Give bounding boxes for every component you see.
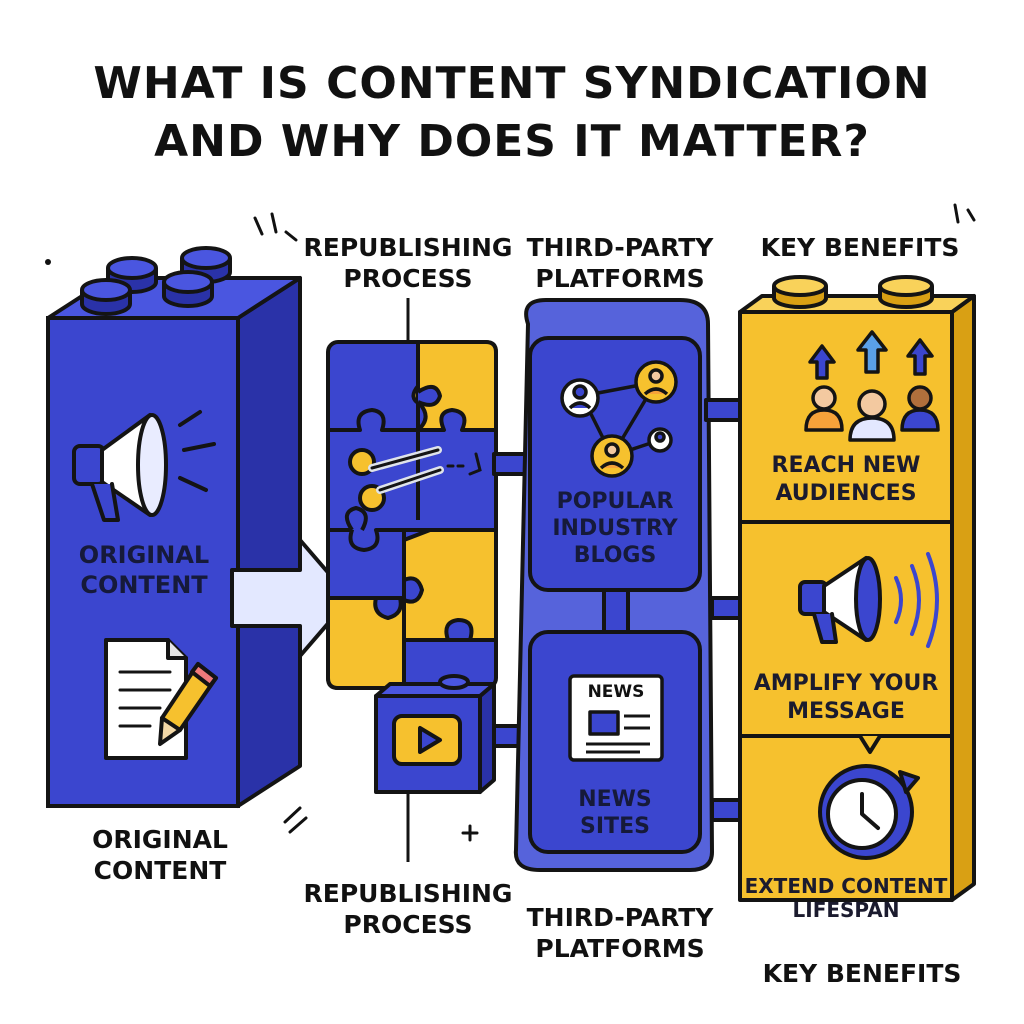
footer-original-line-2: CONTENT <box>93 856 227 885</box>
footer-republishing-line-2: PROCESS <box>343 910 473 939</box>
platform-blogs-line-1: POPULAR <box>556 489 674 514</box>
network-icon <box>560 360 678 478</box>
scissors-icon <box>348 446 482 512</box>
benefit-amplify-line-2: MESSAGE <box>787 699 905 724</box>
original-block-label-line-1: ORIGINAL <box>78 541 210 569</box>
platform-news-line-1: NEWS <box>578 787 652 812</box>
audience-icon <box>804 330 940 442</box>
header-key-benefits: KEY BENEFITS <box>760 233 960 262</box>
header-third-party-line-2: PLATFORMS <box>535 264 705 293</box>
header-third-party-line-1: THIRD-PARTY <box>526 233 714 262</box>
original-content-block <box>46 246 302 808</box>
amplify-megaphone-icon <box>798 552 939 648</box>
republishing-puzzle <box>326 340 498 690</box>
newspaper-icon <box>568 674 664 762</box>
document-pencil-icon <box>104 638 218 760</box>
megaphone-icon <box>72 410 216 522</box>
header-republishing-line-1: REPUBLISHING <box>303 233 513 262</box>
platforms-container <box>513 298 714 872</box>
footer-republishing-line-1: REPUBLISHING <box>303 879 513 908</box>
footer-third-party-line-2: PLATFORMS <box>535 934 705 963</box>
benefit-extend-line-2: LIFESPAN <box>792 898 900 922</box>
title-line-1: WHAT IS CONTENT SYNDICATION <box>93 58 931 109</box>
benefit-extend-line-1: EXTEND CONTENT <box>744 874 948 898</box>
clock-refresh-icon <box>818 764 920 860</box>
benefit-reach-line-2: AUDIENCES <box>775 481 917 506</box>
benefit-amplify-line-1: AMPLIFY YOUR <box>753 671 939 696</box>
footer-third-party-line-1: THIRD-PARTY <box>526 903 714 932</box>
arrow-original-to-republishing <box>230 538 352 658</box>
title-line-2: AND WHY DOES IT MATTER? <box>154 116 870 167</box>
original-block-label-line-2: CONTENT <box>80 571 208 599</box>
benefit-reach-line-1: REACH NEW <box>771 453 921 478</box>
video-block <box>374 674 496 794</box>
platform-blogs-line-2: INDUSTRY <box>552 516 678 541</box>
platform-news-line-2: SITES <box>580 814 650 839</box>
newspaper-badge: NEWS <box>587 682 645 702</box>
footer-key-benefits: KEY BENEFITS <box>762 959 962 988</box>
footer-original-line-1: ORIGINAL <box>92 825 228 854</box>
sketch-marks <box>253 203 976 842</box>
header-republishing-line-2: PROCESS <box>343 264 473 293</box>
platform-blogs-line-3: BLOGS <box>573 543 657 568</box>
